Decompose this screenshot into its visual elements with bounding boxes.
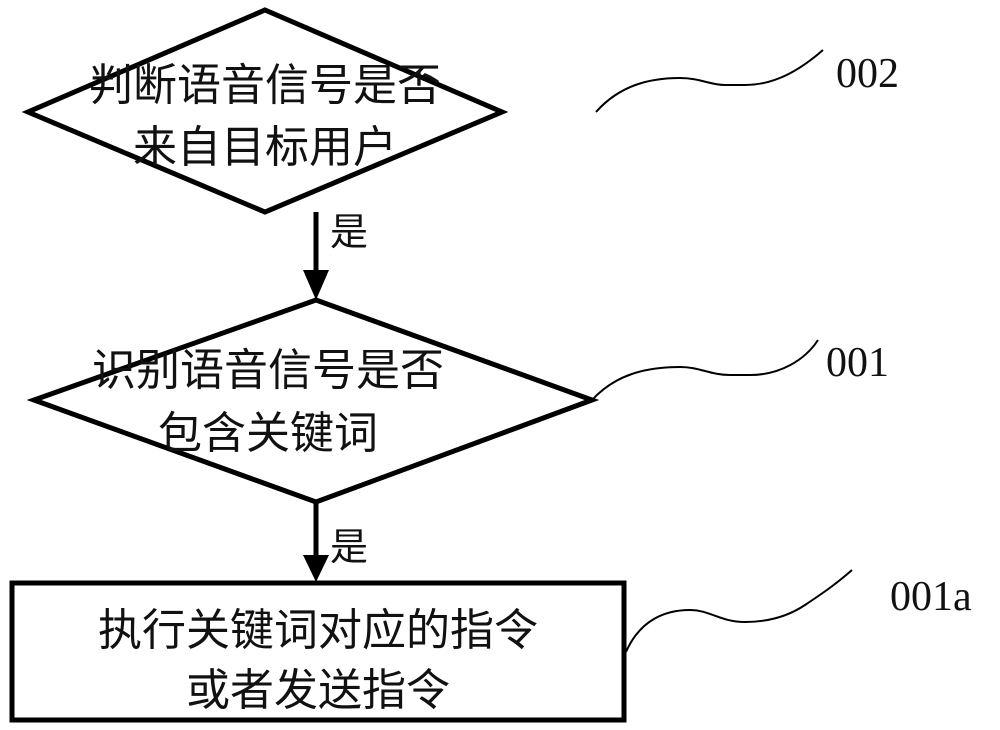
callout-002-leader [596,50,823,112]
diamond-shape [34,300,592,502]
node-002-line-1: 判断语音信号是否 [89,60,441,111]
edge-001-to-001a: 是 [303,502,368,582]
callout-001: 001 [592,340,889,400]
diamond-shape [28,10,502,212]
callout-001-leader [592,340,818,400]
callout-001a-leader [626,570,852,652]
node-001a-line-1: 执行关键词对应的指令 [98,605,538,656]
ref-label-001: 001 [826,340,889,386]
node-001-line-1: 识别语音信号是否 [92,345,444,396]
node-002-line-2: 来自目标用户 [133,122,397,173]
callout-001a: 001a [626,570,972,652]
edge-002-to-001: 是 [303,210,368,300]
node-001a-line-2: 或者发送指令 [186,665,450,716]
callout-002: 002 [596,50,899,112]
decision-node-001: 识别语音信号是否 包含关键词 [34,300,592,502]
ref-label-002: 002 [836,51,899,97]
node-001-line-2: 包含关键词 [158,408,378,459]
edge-label-yes-1: 是 [330,210,368,254]
ref-label-001a: 001a [890,574,972,620]
process-node-001a: 执行关键词对应的指令 或者发送指令 [12,583,624,720]
arrowhead-icon [303,555,329,582]
arrowhead-icon [303,270,329,300]
decision-node-002: 判断语音信号是否 来自目标用户 [28,10,502,212]
edge-label-yes-2: 是 [330,525,368,569]
